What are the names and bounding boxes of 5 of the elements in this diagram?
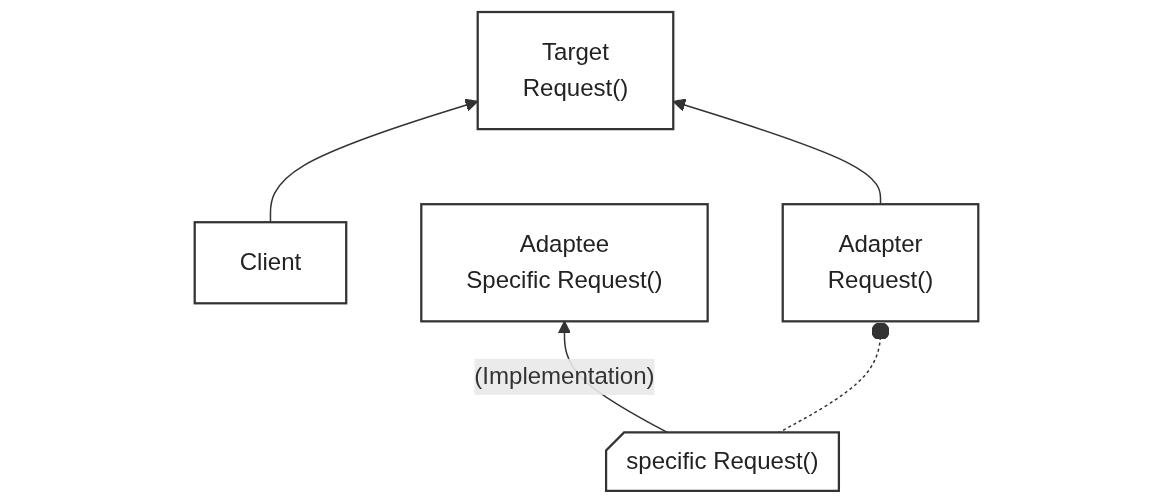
node-box: Adapter Request() xyxy=(781,203,980,323)
node-box: Target Request() xyxy=(476,10,675,131)
edge-label: (Implementation) xyxy=(474,363,655,389)
node-box: Adaptee Specific Request() xyxy=(420,203,709,323)
node-box: Client xyxy=(193,221,348,305)
